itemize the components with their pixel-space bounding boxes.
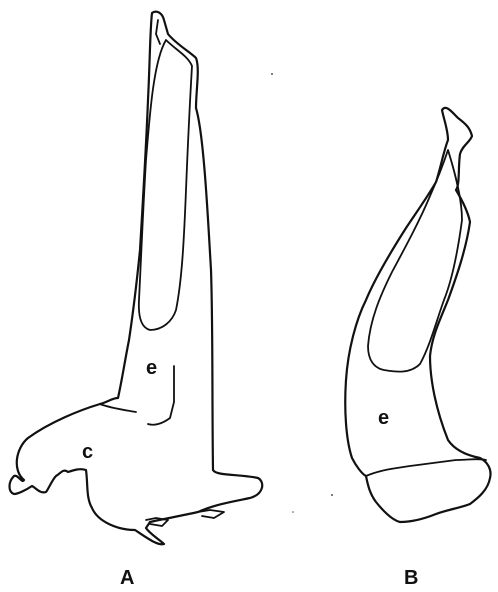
panel-b: e B (345, 108, 490, 589)
panel-b-label: B (404, 567, 418, 589)
panel-b-inner-shaft (368, 150, 462, 372)
panel-b-region-e-label: e (378, 407, 389, 429)
panel-a-region-e-label: e (146, 357, 157, 379)
panel-a-bone-outline (10, 12, 263, 545)
scan-speck (292, 511, 294, 513)
panel-a-region-c-boundary (100, 404, 136, 412)
panel-a-region-c-label: c (82, 441, 93, 463)
scan-speck (331, 494, 333, 496)
panel-a: e c A (10, 12, 263, 589)
panel-a-label: A (120, 567, 134, 589)
panel-a-top-notch (156, 20, 160, 44)
panel-a-inner-shaft (139, 40, 192, 330)
panel-b-lower-band (366, 459, 486, 476)
panel-a-right-notch (198, 510, 224, 518)
scan-speck (271, 73, 273, 75)
